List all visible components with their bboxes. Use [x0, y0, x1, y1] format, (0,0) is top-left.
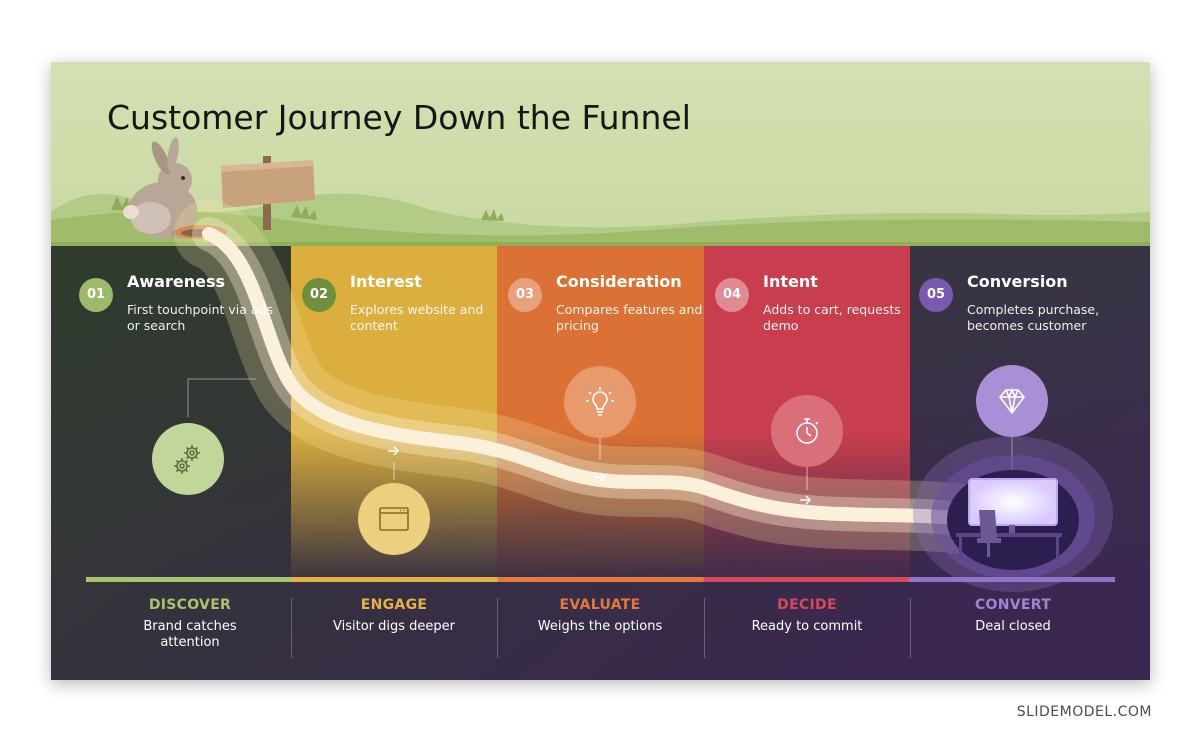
- consideration-icon-circle: [564, 366, 636, 438]
- stage-name: Interest: [350, 272, 422, 291]
- conversion-icon-circle: [976, 365, 1048, 437]
- phase-evaluate: EVALUATE Weighs the options: [497, 597, 703, 635]
- phase-divider: [704, 598, 705, 658]
- watermark: SLIDEMODEL.COM: [1016, 704, 1152, 720]
- interest-icon-circle: [358, 483, 430, 555]
- phase-divider: [291, 598, 292, 658]
- stage-name: Awareness: [127, 272, 225, 291]
- stage-description: Completes purchase, becomes customer: [967, 302, 1100, 333]
- slide-title: Customer Journey Down the Funnel: [107, 98, 691, 137]
- stage-number-badge: 01: [79, 278, 113, 312]
- slide-background: [51, 62, 1150, 680]
- phase-label: EVALUATE: [559, 597, 641, 613]
- stage-description: Compares features and pricing: [556, 302, 703, 333]
- phase-label: DISCOVER: [148, 597, 232, 613]
- phase-description: Ready to commit: [751, 619, 863, 634]
- stage-number-badge: 03: [508, 278, 542, 312]
- diamond-icon: [998, 387, 1026, 415]
- stage-name: Conversion: [967, 272, 1068, 291]
- phase-engage: ENGAGE Visitor digs deeper: [291, 597, 497, 635]
- stage-number-badge: 04: [715, 278, 749, 312]
- stage-description: Adds to cart, requests demo: [763, 302, 901, 333]
- lightbulb-icon: [586, 387, 614, 416]
- stage-description: Explores website and content: [350, 302, 484, 333]
- path-arrow: [800, 495, 812, 505]
- path-arrow: [594, 472, 606, 482]
- gears-icon: [174, 445, 200, 474]
- phase-description: Deal closed: [975, 619, 1051, 634]
- phase-divider: [910, 598, 911, 658]
- stage-description: First touchpoint via ads or search: [127, 302, 274, 333]
- intent-icon-circle: [771, 395, 843, 467]
- phase-description: Brand catches attention: [143, 619, 237, 650]
- stage-number-badge: 02: [302, 278, 336, 312]
- path-arrow: [388, 446, 400, 456]
- phase-convert: CONVERT Deal closed: [910, 597, 1116, 635]
- phase-label: CONVERT: [974, 597, 1052, 613]
- browser-window-icon: [379, 507, 409, 531]
- phase-label: ENGAGE: [360, 597, 428, 613]
- phase-discover: DISCOVER Brand catches attention: [87, 597, 293, 651]
- stage-name: Intent: [763, 272, 818, 291]
- phase-decide: DECIDE Ready to commit: [704, 597, 910, 635]
- stage-name: Consideration: [556, 272, 682, 291]
- stopwatch-icon: [796, 418, 819, 444]
- phase-divider: [497, 598, 498, 658]
- stage-number-badge: 05: [919, 278, 953, 312]
- phase-label: DECIDE: [777, 597, 837, 613]
- phase-description: Weighs the options: [537, 619, 663, 634]
- slide: Customer Journey Down the Funnel 01 Awar…: [51, 62, 1150, 680]
- phase-description: Visitor digs deeper: [333, 619, 455, 634]
- awareness-icon-circle: [152, 423, 224, 495]
- wooden-sign-illustration: [221, 156, 315, 230]
